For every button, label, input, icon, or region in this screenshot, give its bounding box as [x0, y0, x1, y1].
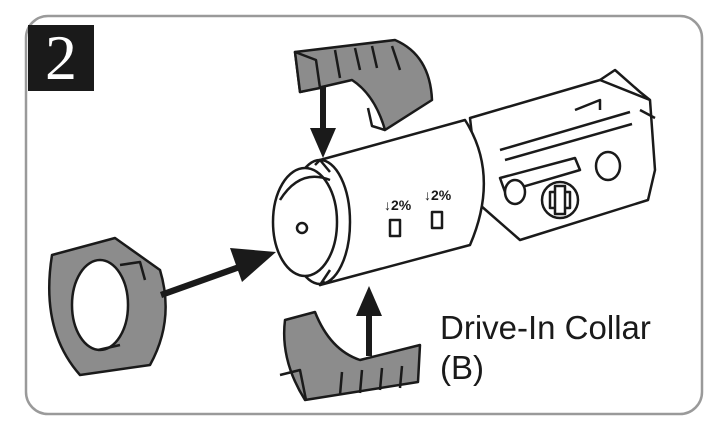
drive-in-collar-ring — [48, 236, 167, 377]
caption-line-2: (B) — [440, 349, 484, 386]
right-arrow — [160, 248, 276, 298]
caption-line-1: Drive-In Collar — [440, 309, 651, 346]
upper-collar-half — [293, 38, 434, 132]
marking-left: ↓2% — [384, 197, 412, 213]
latch-cylinder — [271, 118, 485, 287]
down-arrow — [310, 86, 336, 158]
up-arrow — [356, 286, 382, 356]
lower-collar-half — [279, 310, 422, 402]
latch-housing — [468, 68, 657, 242]
marking-right: ↓2% — [424, 187, 452, 203]
part-caption: Drive-In Collar (B) — [440, 308, 651, 388]
step-number-badge: 2 — [28, 25, 94, 91]
